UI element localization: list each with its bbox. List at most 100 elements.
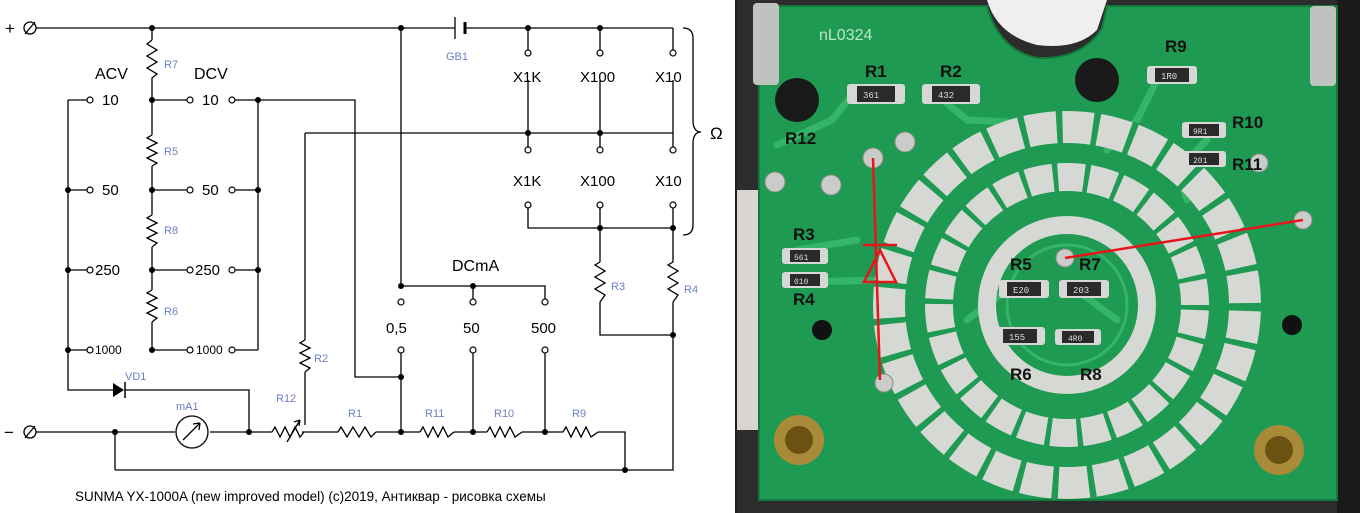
component-label-r3: R3 [611, 281, 625, 293]
pcb-label-r1: R1 [865, 62, 887, 81]
resistor-r10 [486, 425, 523, 439]
pcb-label-r10: R10 [1232, 113, 1263, 132]
pcb-label-r2: R2 [940, 62, 962, 81]
resistor-r5 [145, 134, 159, 167]
component-label-r5: R5 [164, 146, 178, 158]
code-r4: 010 [794, 278, 809, 287]
acv-label: ACV [95, 66, 128, 83]
ohm-range-label: X10 [655, 173, 682, 190]
input-terminal-plus [23, 21, 37, 35]
code-r10: 9R1 [1193, 128, 1208, 137]
acv-range-label: 50 [102, 182, 119, 199]
component-label-r1: R1 [348, 408, 362, 420]
smd-r10: 9R1 [1182, 122, 1226, 138]
wires [30, 27, 674, 471]
minus-sign: − [4, 423, 14, 442]
code-r11: 201 [1193, 157, 1208, 166]
component-label-r7: R7 [164, 59, 178, 71]
red-overlay [861, 157, 1304, 381]
resistor-r6 [145, 289, 159, 323]
component-label-r6: R6 [164, 306, 178, 318]
dcma-range-label: 0,5 [386, 320, 407, 337]
pcb-label-r11: R11 [1232, 155, 1262, 174]
code-r3: 561 [794, 254, 809, 263]
resistor-r12 [271, 425, 305, 439]
pcb-label-r9: R9 [1165, 37, 1187, 56]
dcv-range-label: 50 [202, 182, 219, 199]
battery-gb1 [454, 17, 467, 39]
dcma-range-label: 50 [463, 320, 480, 337]
smd-resistors: 361 432 1R0 9R1 201 561 010 E20 203 155 … [782, 66, 1226, 345]
resistor-r1 [337, 425, 377, 439]
ohm-range-label: X100 [580, 69, 615, 86]
meter-ma1 [175, 415, 209, 449]
dcv-range-label: 250 [195, 262, 220, 279]
terminals [86, 49, 677, 354]
component-label-r12: R12 [276, 393, 296, 405]
code-r7: 203 [1073, 286, 1089, 296]
code-r1: 361 [863, 91, 879, 101]
pcb-label-r4: R4 [793, 290, 815, 309]
code-r5: E20 [1013, 286, 1029, 296]
dcv-range-label: 1000 [196, 343, 223, 357]
input-terminal-minus [23, 425, 37, 439]
resistor-r9 [562, 425, 599, 439]
dcma-label: DCmA [452, 258, 499, 275]
ohm-brace [682, 27, 702, 236]
resistor-r3 [593, 261, 607, 303]
dcma-range-label: 500 [531, 320, 556, 337]
pcb-label-r7: R7 [1079, 255, 1101, 274]
acv-range-label: 10 [102, 92, 119, 109]
schematic-caption: SUNMA YX-1000A (new improved model) (c)2… [75, 489, 546, 504]
resistor-r4 [666, 261, 680, 303]
ohm-range-label: X100 [580, 173, 615, 190]
smd-r2: 432 [922, 84, 980, 104]
smd-r4: 010 [782, 272, 828, 288]
dcv-label: DCV [194, 66, 228, 83]
smd-r3: 561 [782, 248, 828, 264]
ohm-range-label: X10 [655, 69, 682, 86]
resistor-r11 [419, 425, 455, 439]
pcb-label-r6: R6 [1010, 365, 1032, 384]
panel-divider [735, 0, 737, 513]
resistor-r7 [145, 39, 159, 82]
component-label-r11: R11 [425, 408, 444, 420]
ohm-range-label: X1K [513, 69, 541, 86]
ohm-label: Ω [710, 124, 723, 143]
smd-r8: 4R0 [1055, 329, 1101, 345]
acv-range-label: 250 [95, 262, 120, 279]
smd-r11: 201 [1182, 151, 1226, 167]
code-r8: 4R0 [1068, 335, 1083, 344]
pcb-label-r12: R12 [785, 129, 816, 148]
component-label-vd1: VD1 [125, 371, 146, 383]
smd-r7: 203 [1059, 280, 1109, 298]
pcb-label-r3: R3 [793, 225, 815, 244]
component-label-r10: R10 [494, 408, 514, 420]
junction-dots [65, 25, 676, 473]
component-label-gb1: GB1 [446, 51, 468, 63]
pcb-silkscreen: nL0324 [819, 27, 872, 44]
component-label-r2: R2 [314, 353, 328, 365]
smd-r5: E20 [999, 280, 1049, 298]
component-label-r8: R8 [164, 225, 178, 237]
code-r6: 155 [1009, 333, 1025, 343]
smd-r1: 361 [847, 84, 905, 104]
ohm-range-label: X1K [513, 173, 541, 190]
diode-vd1 [113, 382, 126, 398]
r12-wiper [286, 419, 301, 443]
resistor-r2 [298, 339, 312, 373]
plus-sign: + [5, 19, 15, 38]
code-r9: 1R0 [1161, 72, 1177, 82]
schematic-diagram: + − ACV DCV DCmA Ω 10 50 250 1000 10 50 … [4, 17, 723, 504]
component-label-ma1: mA1 [176, 401, 199, 413]
pcb-label-r5: R5 [1010, 255, 1032, 274]
acv-range-label: 1000 [95, 343, 122, 357]
code-r2: 432 [938, 91, 954, 101]
pcb-label-r8: R8 [1080, 365, 1102, 384]
component-label-r4: R4 [684, 284, 698, 296]
resistors [145, 39, 680, 443]
smd-r9: 1R0 [1147, 66, 1197, 84]
smd-r6: 155 [995, 327, 1045, 345]
rotary-switch-pads [872, 110, 1262, 500]
component-label-r9: R9 [572, 408, 586, 420]
